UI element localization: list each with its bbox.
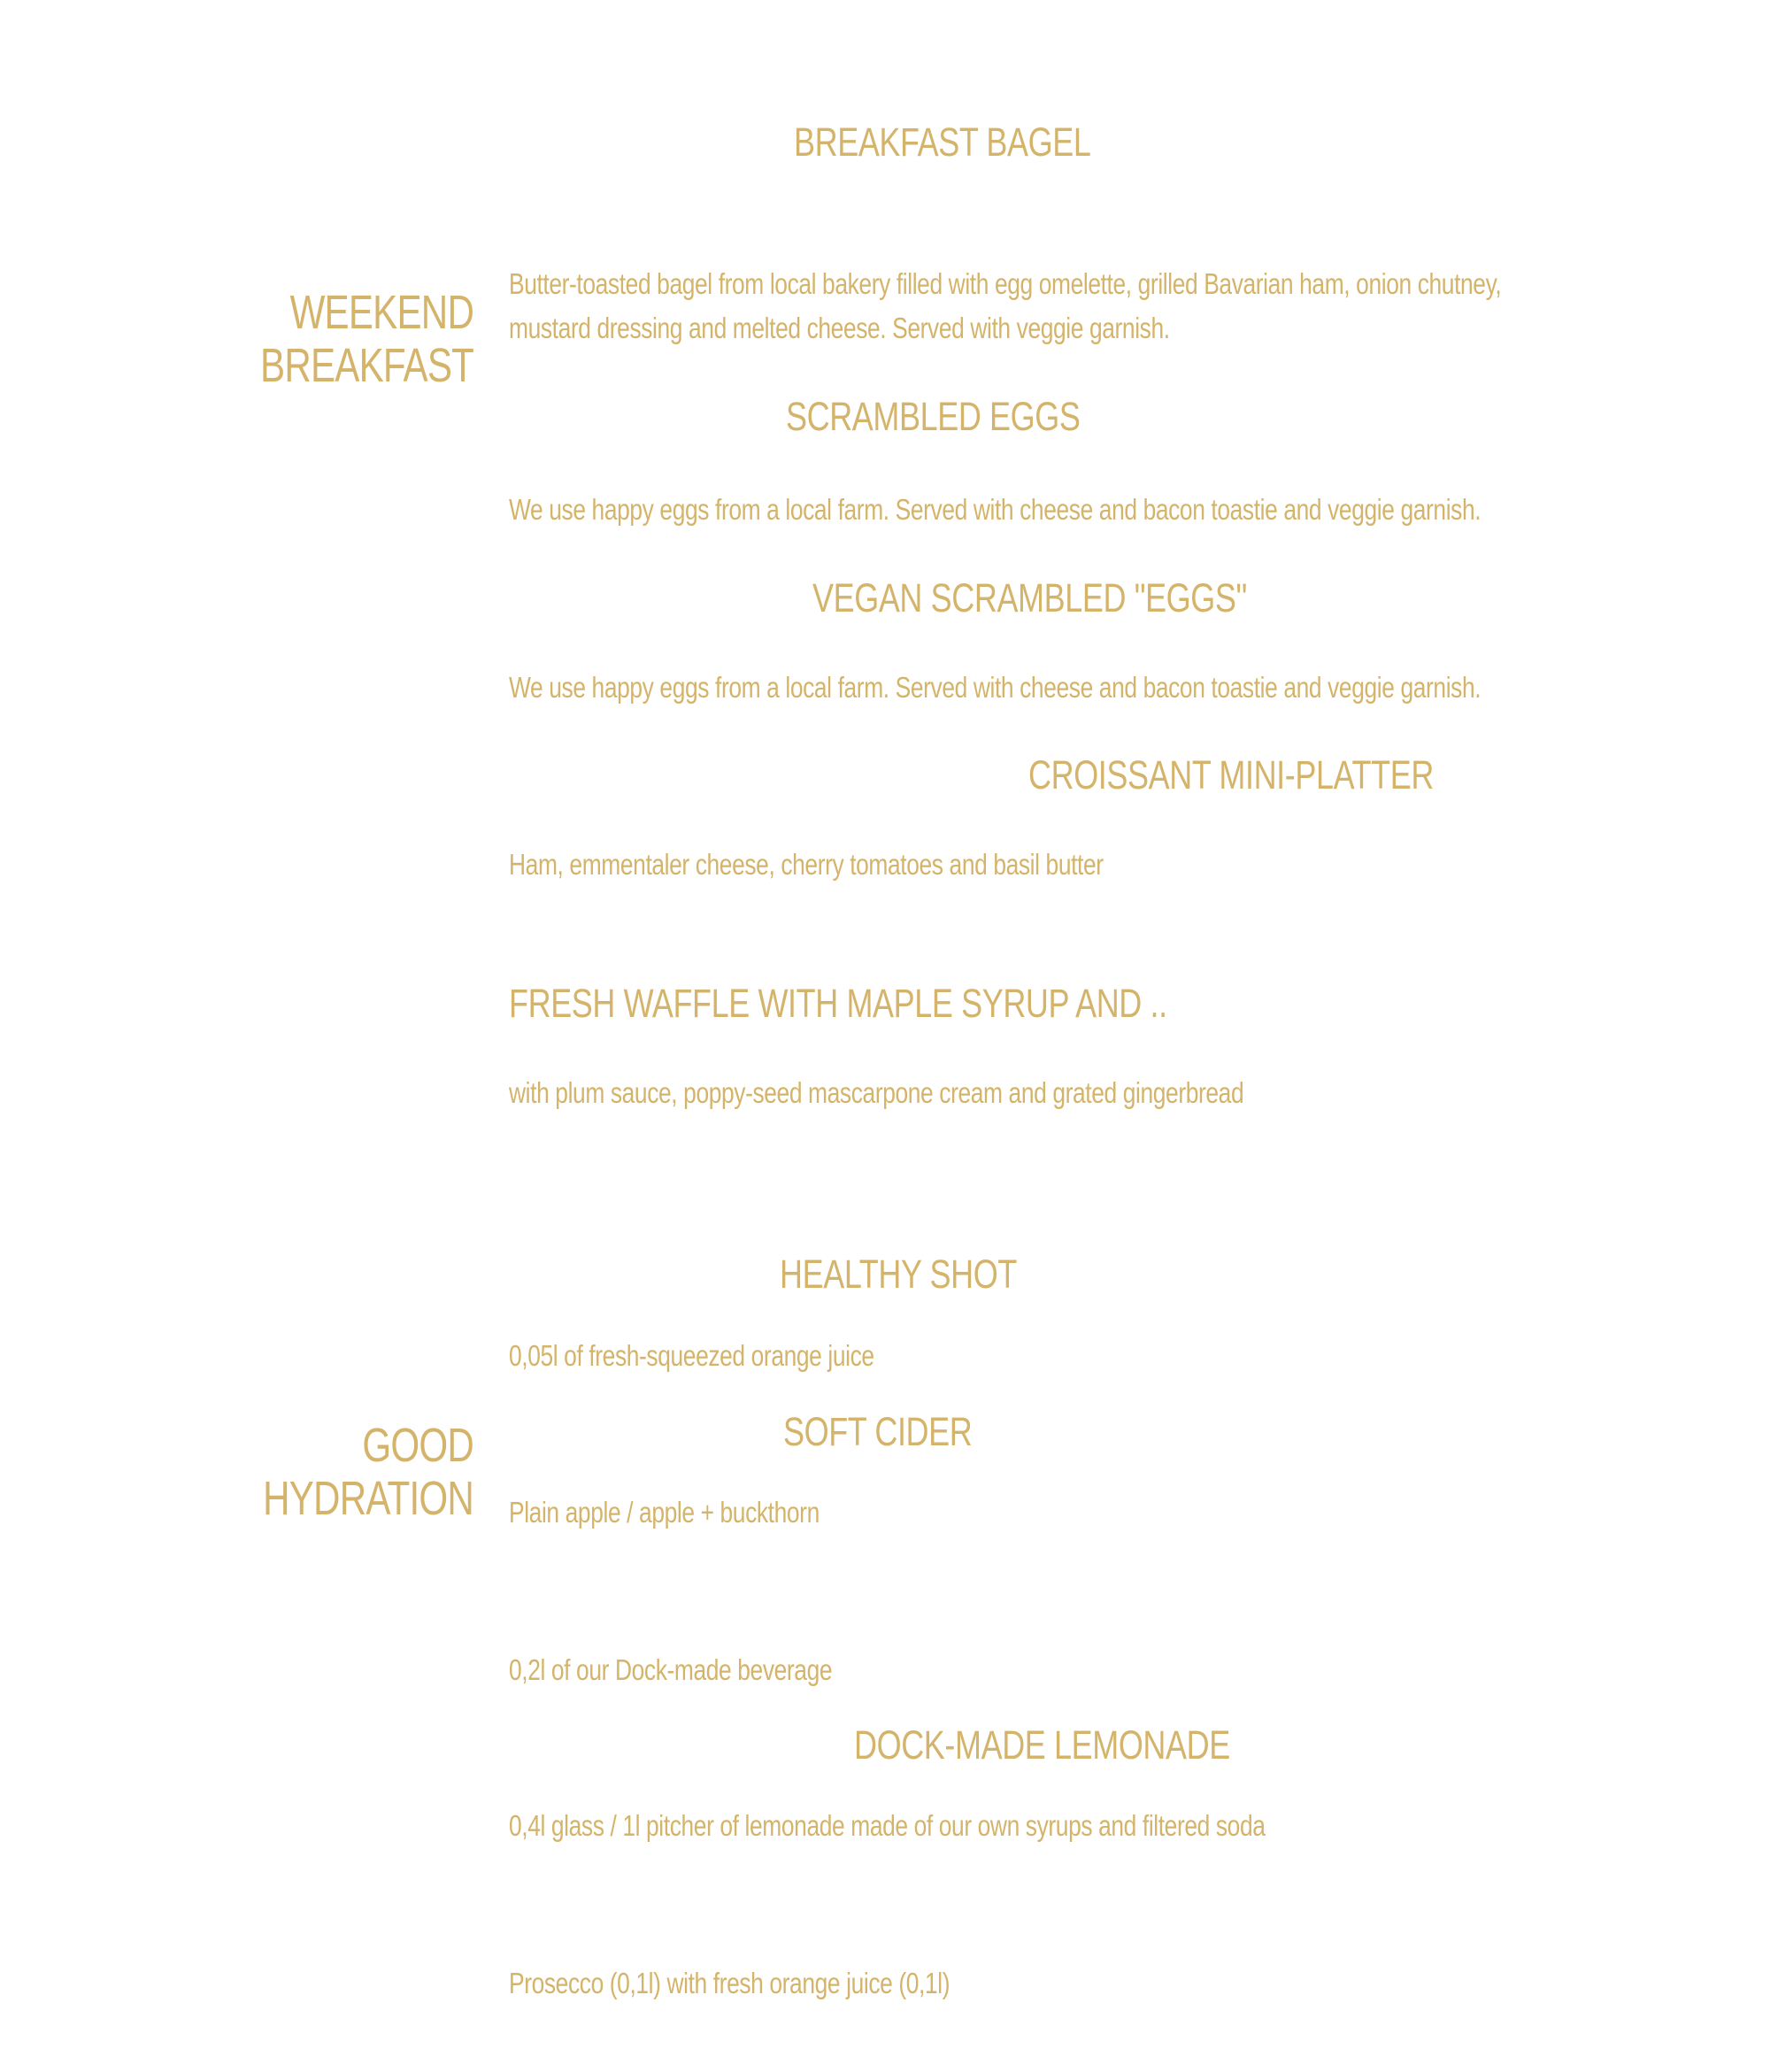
- item-desc-croissant-mini-platter: Ham, emmentaler cheese, cherry tomatoes …: [509, 848, 1104, 881]
- item-desc-fresh-waffle: with plum sauce, poppy-seed mascarpone c…: [509, 1076, 1244, 1109]
- item-desc-vegan-scrambled-eggs: We use happy eggs from a local farm. Ser…: [509, 671, 1481, 704]
- item-desc-scrambled-eggs: We use happy eggs from a local farm. Ser…: [509, 493, 1481, 526]
- section-title-line: HYDRATION: [263, 1472, 474, 1525]
- section-title-line: GOOD: [362, 1419, 473, 1472]
- item-title-breakfast-bagel: BREAKFAST BAGEL: [794, 119, 1091, 165]
- item-desc-healthy-shot: 0,05l of fresh-squeezed orange juice: [509, 1339, 874, 1372]
- item-desc-soft-cider: Plain apple / apple + buckthorn: [509, 1496, 820, 1529]
- item-title-fresh-waffle: FRESH WAFFLE WITH MAPLE SYRUP AND ..: [509, 981, 1167, 1026]
- item-desc-breakfast-bagel-line2: mustard dressing and melted cheese. Serv…: [509, 312, 1170, 344]
- item-title-scrambled-eggs: SCRAMBLED EGGS: [786, 394, 1081, 439]
- item-title-healthy-shot: HEALTHY SHOT: [780, 1252, 1017, 1297]
- item-title-soft-cider: SOFT CIDER: [783, 1409, 973, 1454]
- section-title-good-hydration: GOOD HYDRATION: [263, 1419, 474, 1525]
- item-desc-prosecco: Prosecco (0,1l) with fresh orange juice …: [509, 1967, 950, 1999]
- item-desc-breakfast-bagel-line1: Butter-toasted bagel from local bakery f…: [509, 267, 1502, 300]
- section-title-line: BREAKFAST: [259, 339, 474, 392]
- item-desc-dock-made-beverage: 0,2l of our Dock-made beverage: [509, 1653, 833, 1686]
- item-desc-dock-made-lemonade: 0,4l glass / 1l pitcher of lemonade made…: [509, 1809, 1266, 1842]
- section-title-weekend-breakfast: WEEKEND BREAKFAST: [259, 286, 474, 392]
- item-title-croissant-mini-platter: CROISSANT MINI-PLATTER: [1028, 752, 1434, 797]
- section-title-line: WEEKEND: [289, 286, 473, 339]
- item-title-vegan-scrambled-eggs: VEGAN SCRAMBLED "EGGS": [812, 575, 1247, 620]
- item-title-dock-made-lemonade: DOCK-MADE LEMONADE: [854, 1722, 1230, 1768]
